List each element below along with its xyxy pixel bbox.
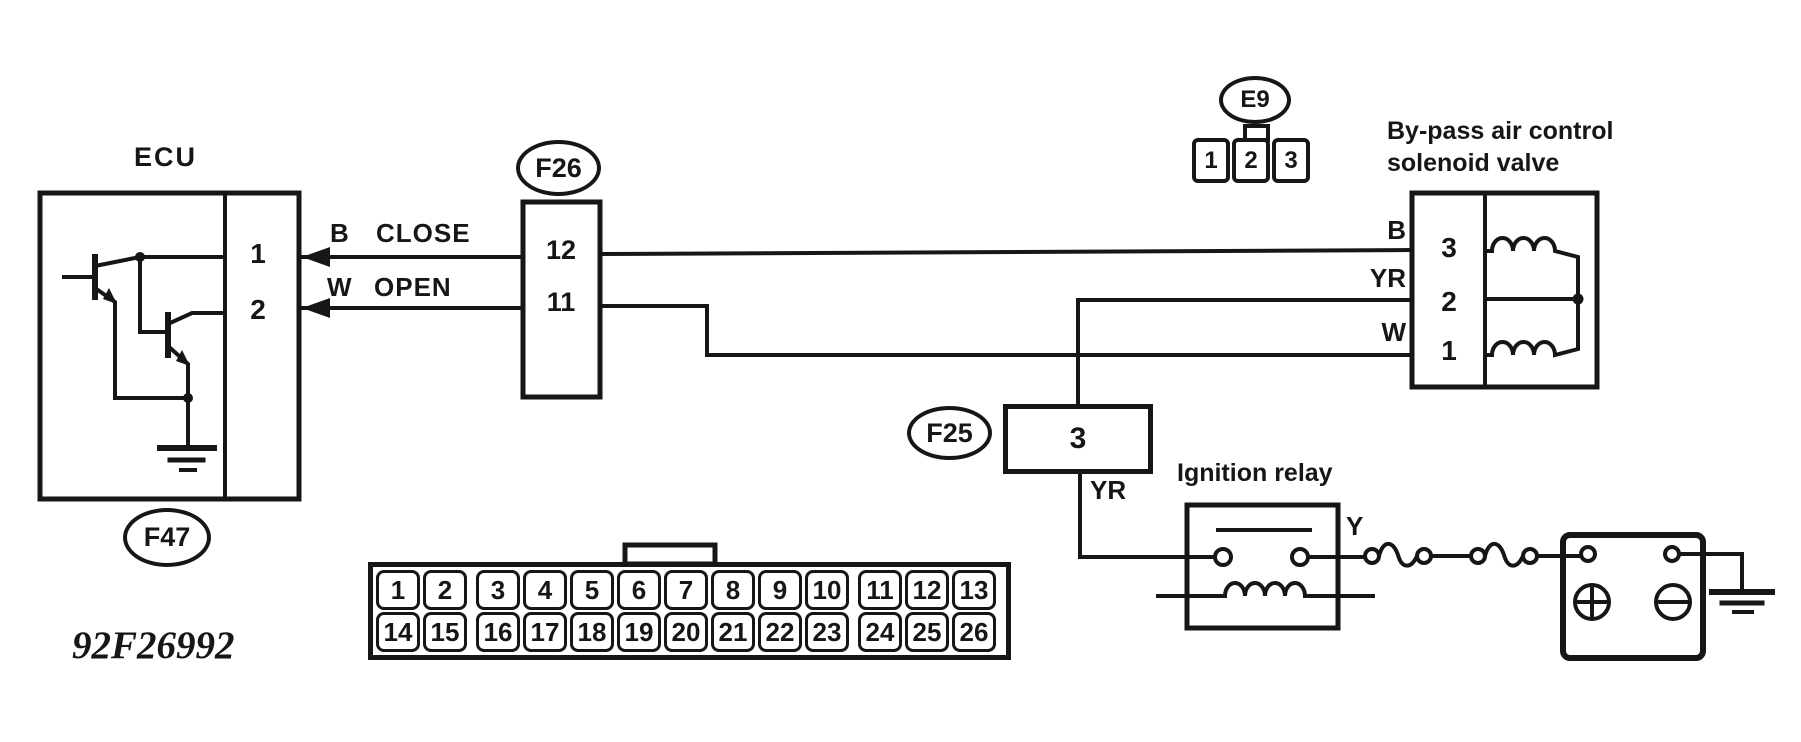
battery (1560, 532, 1744, 661)
f26-label: F26 (535, 152, 582, 183)
solenoid-title-line1: By-pass air control (1387, 117, 1614, 145)
transistor2-emitter-arrow-icon (176, 350, 190, 366)
diagram-code: 92F26992 (72, 624, 235, 667)
grid-pin: 6 (617, 570, 661, 610)
wire-color-b: B (330, 218, 349, 248)
solenoid-pin-2: 2 (1441, 286, 1457, 317)
solenoid-wire-yr: YR (1369, 263, 1406, 293)
relay-coil (1156, 581, 1375, 598)
grid-pin: 24 (858, 612, 902, 652)
wire-yr (1076, 298, 1414, 559)
ecu-box (37, 190, 302, 502)
grid-pin: 16 (476, 612, 520, 652)
solenoid-pin-3: 3 (1441, 232, 1457, 263)
f26-connector-box (520, 199, 603, 400)
grid-pin: 19 (617, 612, 661, 652)
solenoid-pin-1: 1 (1441, 335, 1457, 366)
grid-pin: 17 (523, 612, 567, 652)
junctions-and-arrows (103, 247, 1584, 403)
grid-pin: 25 (905, 612, 949, 652)
e9-label: E9 (1240, 86, 1270, 113)
ecu-pin-1: 1 (250, 238, 266, 269)
wire-b-close (300, 247, 1415, 259)
e9-pin-3: 3 (1272, 138, 1310, 183)
battery-ground-icon (1709, 589, 1775, 614)
solenoid-coil-top (1483, 236, 1580, 301)
grid-pin: 8 (711, 570, 755, 610)
connector-oval-f26: F26 (516, 140, 601, 196)
grid-pin: 14 (376, 612, 420, 652)
relay-out-wire-y: Y (1346, 511, 1364, 541)
grid-pin: 4 (523, 570, 567, 610)
grid-pin: 1 (376, 570, 420, 610)
solenoid-wire-b: B (1387, 215, 1406, 245)
f26-pin-12: 12 (545, 235, 577, 265)
grid-pin: 20 (664, 612, 708, 652)
f25-label: F25 (926, 417, 973, 448)
wire-color-w: W (327, 272, 352, 302)
grid-pin: 12 (905, 570, 949, 610)
ecu-pin-2: 2 (250, 294, 266, 325)
wire-function-close: CLOSE (376, 218, 471, 248)
grid-pin: 21 (711, 612, 755, 652)
wire-w-open (300, 304, 1414, 357)
connector-oval-f25: F25 (907, 406, 992, 460)
ecu-title: ECU (134, 142, 198, 172)
grid-row-top: 1 2 3 4 5 6 7 8 9 10 11 12 13 (376, 570, 1003, 610)
grid-pin: 22 (758, 612, 802, 652)
e9-pin-1: 1 (1192, 138, 1230, 183)
transistor1-emitter-arrow-icon (103, 288, 117, 304)
f47-label: F47 (143, 522, 191, 552)
solenoid-title-line2: solenoid valve (1387, 149, 1560, 177)
grid-pin: 13 (952, 570, 996, 610)
grid-pin: 18 (570, 612, 614, 652)
grid-pin: 5 (570, 570, 614, 610)
solenoid-valve-box (1409, 190, 1600, 390)
connector-oval-f47: F47 (123, 508, 211, 567)
e9-pin-2: 2 (1232, 138, 1270, 183)
grid-pin: 7 (664, 570, 708, 610)
grid-pin: 15 (423, 612, 467, 652)
arrow-open-icon (302, 298, 330, 318)
solenoid-wire-w: W (1381, 317, 1406, 347)
f25-wire-yr: YR (1090, 475, 1127, 505)
fusible-links (1376, 541, 1583, 568)
e9-connector: 1 2 3 (1192, 138, 1310, 183)
f25-pin-3: 3 (1069, 422, 1087, 455)
wire-function-open: OPEN (374, 272, 452, 302)
battery-minus-icon (1654, 583, 1692, 621)
ecu-ground-icon (157, 396, 217, 472)
battery-plus-icon (1573, 583, 1611, 621)
grid-pin: 23 (805, 612, 849, 652)
arrow-close-icon (302, 247, 330, 267)
grid-pin: 9 (758, 570, 802, 610)
grid-row-bottom: 14 15 16 17 18 19 20 21 22 23 24 25 26 (376, 612, 1003, 652)
grid-pin: 11 (858, 570, 902, 610)
ignition-relay-box (1156, 502, 1375, 631)
grid-pin: 2 (423, 570, 467, 610)
connector-oval-e9: E9 (1219, 76, 1291, 124)
f25-connector-box: 3 (1003, 404, 1153, 474)
solenoid-coil-bottom (1483, 297, 1580, 358)
ecu-transistor-circuit (62, 254, 227, 400)
main-connector-grid: 1 2 3 4 5 6 7 8 9 10 11 12 13 14 15 16 1… (368, 562, 1011, 660)
terminal-circles (1213, 545, 1681, 567)
grid-pin: 26 (952, 612, 996, 652)
f26-pin-11: 11 (546, 287, 576, 317)
grid-pin: 10 (805, 570, 849, 610)
grid-pin: 3 (476, 570, 520, 610)
ignition-relay-title: Ignition relay (1177, 459, 1333, 487)
